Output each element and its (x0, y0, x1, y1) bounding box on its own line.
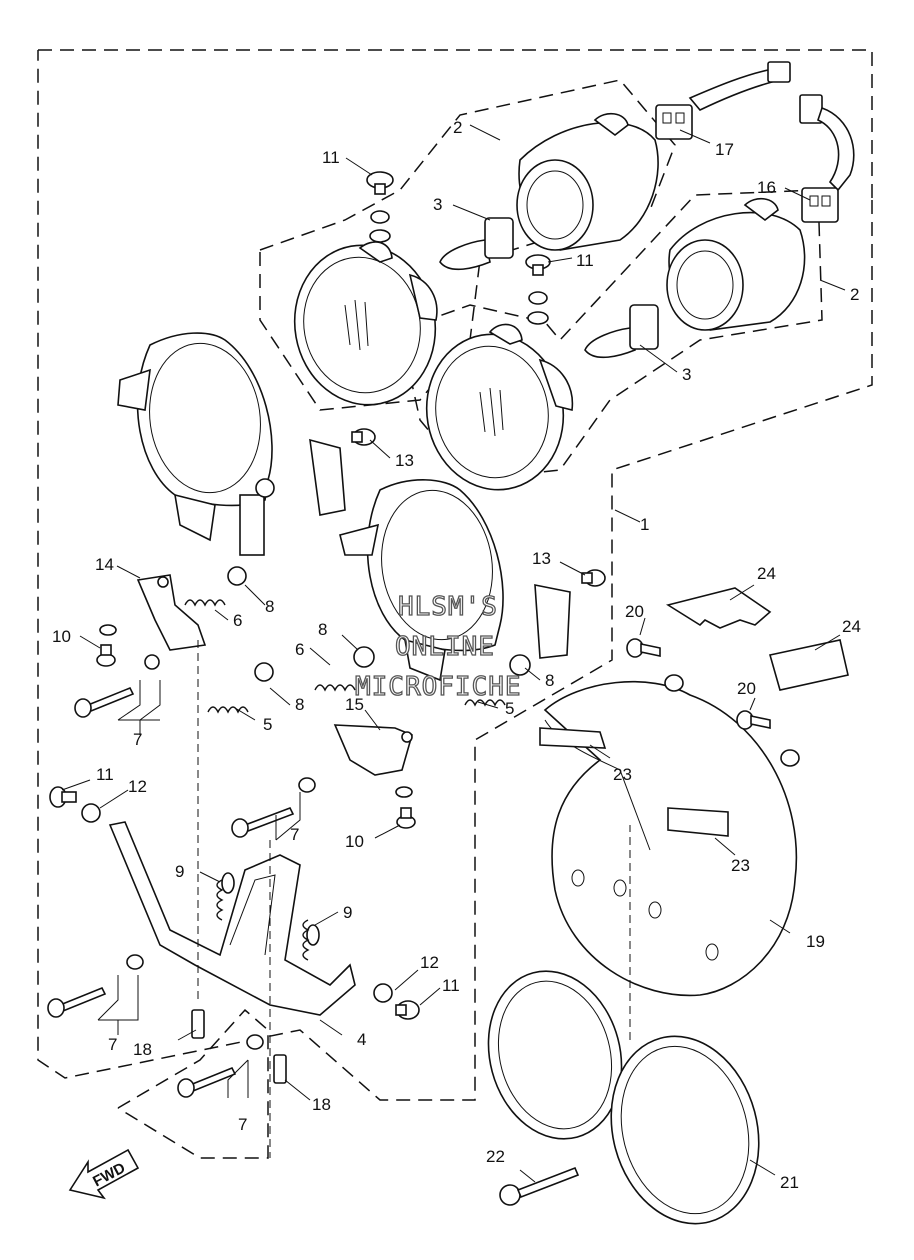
bulb-3-lower (584, 304, 659, 359)
spring-9-right (302, 919, 310, 961)
callout-11d: 11 (442, 976, 460, 995)
headlight-unit-2-lower (425, 197, 806, 491)
screw-11-top (366, 171, 394, 243)
bolt-7-c (47, 954, 144, 1018)
callout-19: 19 (806, 932, 825, 951)
bolt-22 (499, 1166, 580, 1206)
forward-direction-arrow: FWD (68, 1148, 140, 1200)
callout-11c: 11 (96, 765, 114, 784)
callout-2b: 2 (850, 285, 859, 304)
callout-14: 14 (95, 555, 114, 574)
headlight-unit-2-upper (293, 112, 659, 406)
callout-7c: 7 (108, 1035, 117, 1054)
callout-23b: 23 (731, 856, 750, 875)
bolt-7-a (74, 654, 160, 718)
callout-3a: 3 (433, 195, 442, 214)
callout-9a: 9 (175, 862, 184, 881)
screw-11-12-left (49, 786, 101, 823)
callout-7a: 7 (133, 730, 142, 749)
callout-7d: 7 (238, 1115, 247, 1134)
callout-21: 21 (780, 1173, 799, 1192)
wire-harness-17 (655, 61, 791, 140)
callout-2a: 2 (453, 118, 462, 137)
bolt-7-d (177, 1034, 264, 1098)
pad-24-upper (665, 587, 772, 629)
callout-5b: 5 (505, 699, 514, 718)
callout-10a: 10 (52, 627, 71, 646)
callout-10b: 10 (345, 832, 364, 851)
callout-24a: 24 (757, 564, 776, 583)
callout-6a: 6 (233, 611, 242, 630)
spring-6-right (314, 646, 375, 692)
headlight-stay-4 (108, 821, 356, 1016)
screw-20-lower (736, 710, 800, 767)
screw-11-12-right (373, 983, 420, 1020)
spring-9-left (216, 879, 224, 921)
bolt-7-b (231, 777, 316, 838)
callout-5a: 5 (263, 715, 272, 734)
callout-7b: 7 (290, 825, 299, 844)
callout-1: 1 (640, 515, 649, 534)
callout-3b: 3 (682, 365, 691, 384)
watermark-line-3: MICROFICHE (355, 672, 522, 702)
callout-13a: 13 (395, 451, 414, 470)
bolt-18-left (191, 1009, 205, 1039)
callout-22: 22 (486, 1147, 505, 1166)
callout-8d: 8 (545, 671, 554, 690)
callout-16: 16 (757, 178, 776, 197)
callout-24b: 24 (842, 617, 861, 636)
watermark: HLSM'S ONLINE MICROFICHE (354, 591, 522, 702)
watermark-line-1: HLSM'S (398, 592, 498, 622)
headlight-rim-21 (487, 970, 760, 1225)
callout-labels: 1 2 2 3 3 4 5 5 6 6 7 7 7 7 8 8 8 8 9 9 … (52, 118, 861, 1192)
assembly-boundary (37, 49, 873, 1101)
pivot-bracket-14 (96, 574, 207, 667)
headlight-cover-19 (539, 680, 798, 997)
callout-4: 4 (357, 1030, 366, 1049)
leader-lines (61, 124, 846, 1183)
pad-24-lower (768, 639, 849, 691)
callout-15: 15 (345, 695, 364, 714)
mounting-ring-right (339, 479, 531, 682)
adjuster-plate-13-left (309, 428, 376, 516)
mounting-ring-left (117, 332, 275, 556)
watermark-line-2: ONLINE (395, 632, 495, 662)
callout-6b: 6 (295, 640, 304, 659)
callout-8b: 8 (318, 620, 327, 639)
callout-13b: 13 (532, 549, 551, 568)
callout-17: 17 (715, 140, 734, 159)
callout-8a: 8 (265, 597, 274, 616)
screw-20-upper (626, 638, 684, 692)
wire-harness-16 (799, 94, 855, 223)
callout-20b: 20 (737, 679, 756, 698)
callout-12b: 12 (420, 953, 439, 972)
bracket-group-boundary (117, 1008, 269, 1159)
callout-12a: 12 (128, 777, 147, 796)
callout-9b: 9 (343, 903, 352, 922)
callout-11a: 11 (322, 148, 340, 167)
callout-18b: 18 (312, 1095, 331, 1114)
spring-6-left (184, 566, 247, 607)
spring-5-right (464, 699, 506, 707)
bulb-3-upper (439, 217, 514, 271)
callout-8c: 8 (295, 695, 304, 714)
spring-5-left (207, 662, 274, 714)
screw-11-middle (525, 254, 551, 325)
callout-11b: 11 (576, 251, 594, 270)
adjuster-plate-13-right (534, 569, 606, 659)
pivot-bracket-15 (333, 724, 416, 829)
callout-23a: 23 (613, 765, 632, 784)
callout-18a: 18 (133, 1040, 152, 1059)
callout-20a: 20 (625, 602, 644, 621)
bolt-18-right (273, 1054, 287, 1084)
